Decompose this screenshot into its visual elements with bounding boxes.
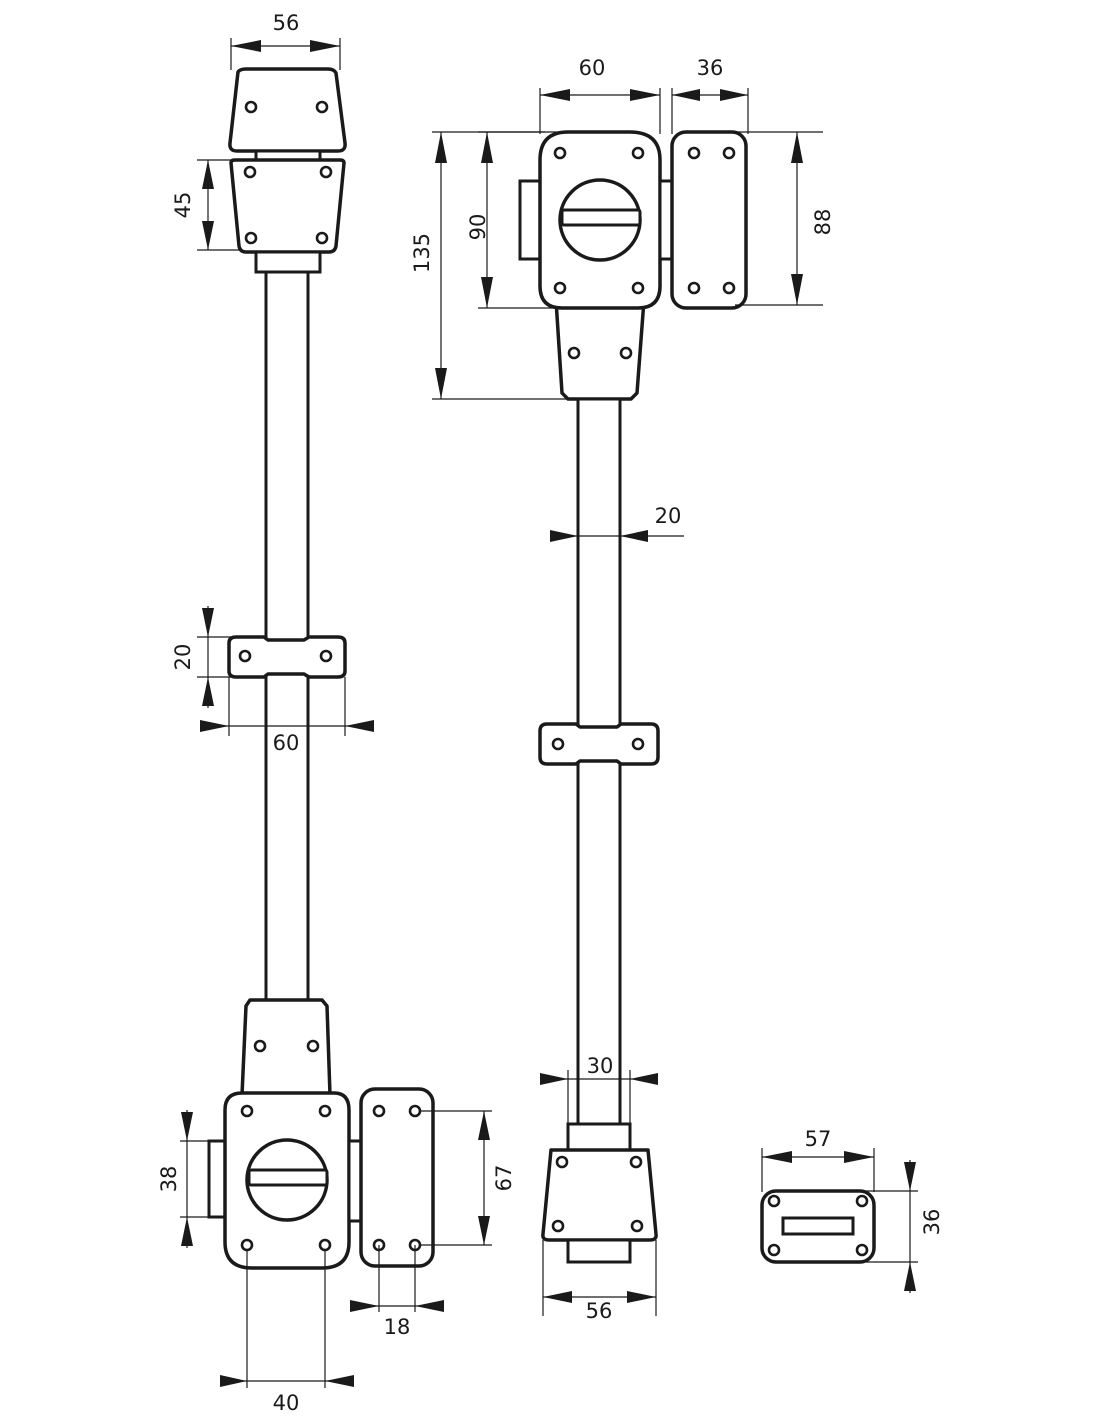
right-keeper [670, 130, 748, 310]
right-assembly [518, 130, 748, 1264]
left-top-collar [254, 250, 322, 274]
dim-label-right-case-width: 60 [579, 56, 606, 80]
strike-plate-slot [781, 1216, 855, 1236]
dimension-lines [180, 38, 918, 1388]
dim-label-right-overall-height: 135 [410, 233, 434, 273]
dim-label-right-keeper-height: 88 [811, 209, 835, 236]
left-assembly [207, 67, 435, 1270]
dimension-labels: 56 45 20 60 38 67 18 40 60 36 135 90 88 … [157, 11, 944, 1415]
dim-label-strike-plate-height: 36 [920, 1209, 944, 1236]
left-rod [264, 270, 310, 1004]
dim-label-left-bottom-case-height: 38 [157, 1166, 181, 1193]
strike-plate [760, 1189, 876, 1264]
right-bottom-block [541, 1148, 658, 1242]
dim-label-left-guide-height: 20 [171, 644, 195, 671]
left-knob-slot [247, 1168, 329, 1187]
dim-label-bottom-block-width: 56 [586, 1299, 613, 1323]
left-case-side-bar [347, 1139, 363, 1223]
dim-label-left-top-cap-width: 56 [273, 11, 300, 35]
right-knob-slot [560, 208, 642, 227]
left-top-block [229, 158, 346, 254]
right-bolt-stub [518, 179, 542, 261]
left-top-cap [228, 67, 347, 153]
dim-label-bottom-collar-width: 30 [587, 1054, 614, 1078]
left-keeper [359, 1087, 435, 1268]
dim-label-right-case-height: 90 [466, 214, 490, 241]
dim-label-left-keeper-height: 67 [492, 1165, 516, 1192]
dim-label-left-case-width: 40 [273, 1391, 300, 1415]
dim-label-strike-plate-width: 57 [805, 1127, 832, 1151]
dim-label-left-guide-width: 60 [273, 731, 300, 755]
dim-label-rod-diameter: 20 [655, 504, 682, 528]
right-bottom-foot [566, 1238, 632, 1264]
right-bottom-collar [566, 1122, 632, 1152]
dim-label-left-keeper-depth: 18 [384, 1315, 411, 1339]
dim-label-right-keeper-width: 36 [697, 56, 724, 80]
right-case-side-bar [658, 179, 674, 261]
right-guide [538, 722, 660, 766]
dim-label-left-top-block-height: 45 [171, 192, 195, 219]
left-guide [227, 635, 347, 679]
